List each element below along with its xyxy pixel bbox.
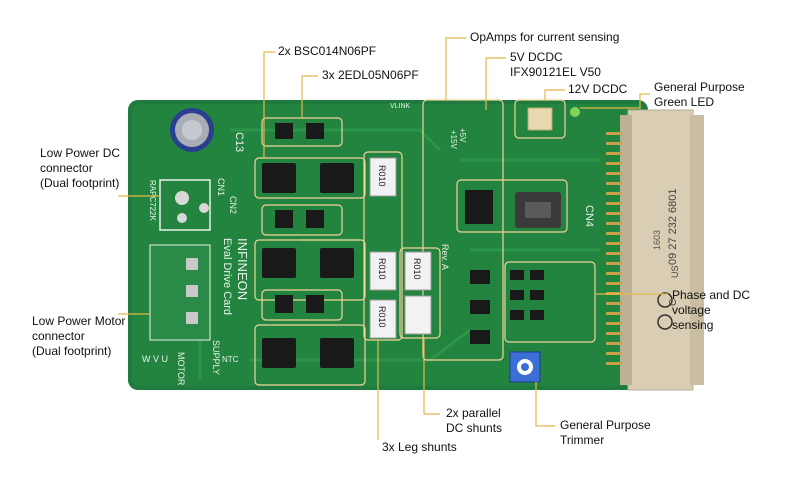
highlight-driver-2 [261, 204, 343, 236]
label-motor-connector-line1: Low Power Motor [32, 314, 126, 328]
label-5v-dcdc: 5V DCDC IFX90121EL V50 [510, 50, 601, 80]
leader-12v-dcdc [544, 89, 565, 100]
dc-connector-footprint: RAPC722K CN1 CN2 [148, 178, 238, 231]
label-opamps-text: OpAmps for current sensing [470, 30, 620, 44]
ul-logo [657, 292, 673, 308]
label-dc-connector-line3: (Dual footprint) [40, 176, 120, 190]
silk-motor: MOTOR [176, 352, 186, 386]
label-drivers: 3x 2EDL05N06PF [322, 68, 419, 83]
phase-sense-components [470, 270, 544, 344]
label-5v-dcdc-line2: IFX90121EL V50 [510, 65, 601, 79]
leader-lines [118, 37, 668, 440]
label-5v-dcdc-line1: 5V DCDC [510, 50, 563, 64]
label-trimmer-line2: Trimmer [560, 433, 605, 447]
label-phase-sense: Phase and DC voltage sensing [672, 288, 750, 333]
label-trimmer-line1: General Purpose [560, 418, 651, 432]
leader-led [580, 93, 650, 109]
board-name-silk: INFINEON Eval Drive Card Rev. A NTC VLIN… [221, 103, 595, 364]
highlight-boxes [254, 99, 596, 386]
silk-c13: C13 [233, 132, 245, 152]
silk-15v: +15V [449, 130, 458, 150]
label-phase-sense-line3: sensing [672, 318, 714, 332]
label-led-line2: Green LED [654, 95, 715, 109]
silk-rev: Rev. A [440, 244, 450, 270]
silk-supply: SUPPLY [211, 340, 221, 375]
leader-drivers [301, 75, 318, 118]
highlight-dc-shunts [399, 247, 441, 339]
label-12v-dcdc: 12V DCDC [568, 82, 627, 97]
silk-cn4: CN4 [583, 205, 595, 227]
label-drivers-text: 3x 2EDL05N06PF [322, 68, 419, 82]
edge-connector: 09 27 232 6801 1603 US C [606, 109, 704, 391]
silk-r010-2: R010 [377, 258, 387, 280]
highlight-12v-dcdc [514, 99, 566, 139]
leader-opamps [445, 37, 466, 100]
label-dc-shunts: 2x parallel DC shunts [446, 406, 502, 436]
label-phase-sense-line2: voltage [672, 303, 711, 317]
label-motor-connector: Low Power Motor connector (Dual footprin… [32, 314, 125, 359]
label-opamps: OpAmps for current sensing [470, 30, 619, 45]
highlight-leg-shunts [363, 151, 403, 341]
connector-code: 1603 [652, 230, 662, 250]
label-mosfets: 2x BSC014N06PF [278, 44, 376, 59]
capacitor-c13: C13 [170, 108, 245, 152]
leader-mosfets [263, 51, 275, 158]
label-leg-shunts: 3x Leg shunts [382, 440, 457, 455]
label-mosfets-text: 2x BSC014N06PF [278, 44, 377, 58]
silk-board-name: INFINEON [235, 238, 250, 300]
leader-dc-shunts [423, 338, 440, 415]
highlight-phase-sense [504, 261, 596, 343]
label-led: General Purpose Green LED [654, 80, 745, 110]
label-dc-shunts-line2: DC shunts [446, 421, 503, 435]
mosfet-packages [262, 163, 354, 368]
csa-logo [657, 314, 673, 330]
connector-part-number: 09 27 232 6801 [667, 189, 679, 265]
silk-r010-3: R010 [377, 306, 387, 328]
highlight-mosfet-3 [254, 324, 366, 386]
green-led [570, 107, 580, 117]
motor-connector: W V U MOTOR SUPPLY [142, 244, 221, 386]
label-12v-dcdc-text: 12V DCDC [568, 82, 628, 96]
silk-cn2: CN2 [228, 196, 238, 214]
label-dc-connector-line2: connector [40, 161, 93, 175]
silk-cn1: CN1 [216, 178, 226, 196]
highlight-5v-dcdc [456, 179, 568, 233]
power-components [465, 107, 580, 383]
silk-ntc: NTC [222, 355, 239, 364]
label-dc-connector: Low Power DC connector (Dual footprint) [40, 146, 120, 191]
label-led-line1: General Purpose [654, 80, 745, 94]
highlight-mosfet-1 [254, 157, 366, 199]
highlight-opamps [422, 99, 504, 361]
connector-c-mark: C [668, 299, 679, 306]
label-leg-shunts-text: 3x Leg shunts [382, 440, 457, 454]
connector-mark: US [670, 265, 680, 278]
driver-ics [275, 123, 324, 313]
label-dc-connector-line1: Low Power DC [40, 146, 121, 160]
highlight-driver-3 [261, 289, 343, 321]
silk-board-sub: Eval Drive Card [221, 238, 233, 315]
leader-5v-dcdc [485, 57, 506, 110]
connector-pins [606, 132, 622, 365]
label-motor-connector-line2: connector [32, 329, 85, 343]
silk-uvw: W V U [142, 354, 168, 364]
silk-5v: +5V [458, 128, 467, 143]
label-trimmer: General Purpose Trimmer [560, 418, 651, 448]
label-phase-sense-line1: Phase and DC [672, 288, 751, 302]
silk-r010-1: R010 [377, 165, 387, 187]
silk-rapc: RAPC722K [148, 180, 157, 222]
shunt-resistors: R010 R010 R010 R010 [369, 157, 432, 339]
label-dc-shunts-line1: 2x parallel [446, 406, 501, 420]
leader-trimmer [535, 382, 555, 427]
silk-vlink: VLINK [390, 103, 411, 110]
silk-r010-4: R010 [412, 258, 422, 280]
label-motor-connector-line3: (Dual footprint) [32, 344, 112, 358]
